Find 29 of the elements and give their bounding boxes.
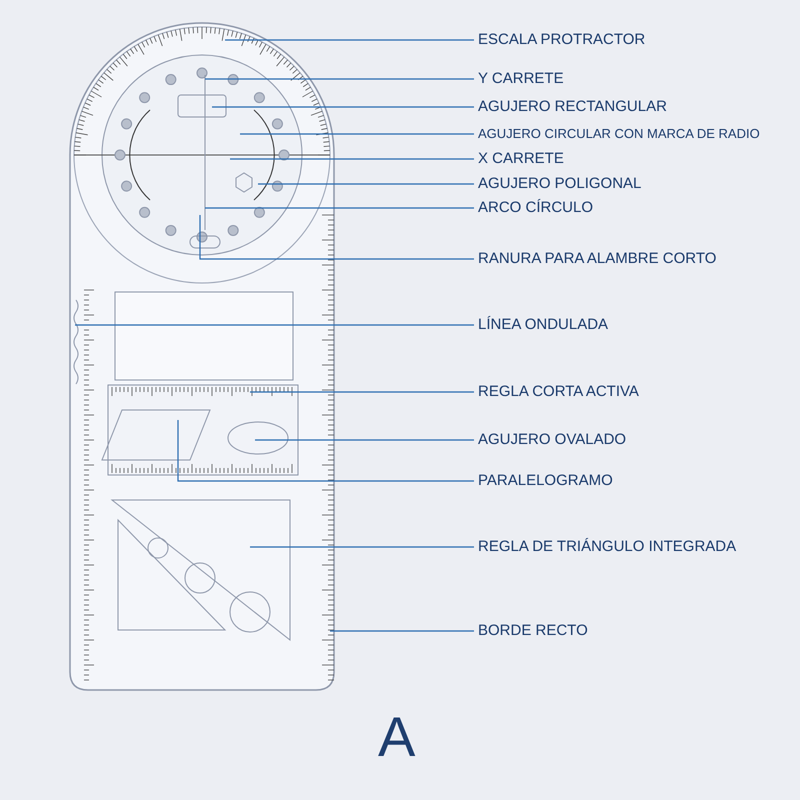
callout-label: PARALELOGRAMO [476,472,615,490]
callout-label: X CARRETE [476,150,566,168]
leader-line [205,207,474,209]
leader-line [177,420,474,482]
callout-label: REGLA DE TRIÁNGULO INTEGRADA [476,538,738,556]
callout-label: ESCALA PROTRACTOR [476,31,648,49]
leader-line [205,78,474,80]
leader-line [212,106,474,108]
leader-line [250,546,474,548]
callout-label: AGUJERO OVALADO [476,431,628,449]
callout-label: Y CARRETE [476,70,566,88]
callout-label: LÍNEA ONDULADA [476,316,610,334]
callout-label: ARCO CÍRCULO [476,199,596,217]
callout-label: RANURA PARA ALAMBRE CORTO [476,250,718,268]
callout-label: BORDE RECTO [476,622,590,640]
callout-label: AGUJERO POLIGONAL [476,175,644,193]
leader-line [250,391,474,393]
leader-line [255,439,474,441]
leader-line [330,630,474,632]
leader-line [258,183,474,185]
leader-line [225,39,474,41]
leader-line [199,215,474,260]
leader-line [75,324,474,326]
leader-line [230,158,474,160]
leader-line [240,133,474,135]
callout-label: AGUJERO RECTANGULAR [476,98,669,116]
callout-label: REGLA CORTA ACTIVA [476,383,641,401]
figure-letter: A [378,705,416,769]
callout-label: AGUJERO CIRCULAR CON MARCA DE RADIO [476,125,762,143]
